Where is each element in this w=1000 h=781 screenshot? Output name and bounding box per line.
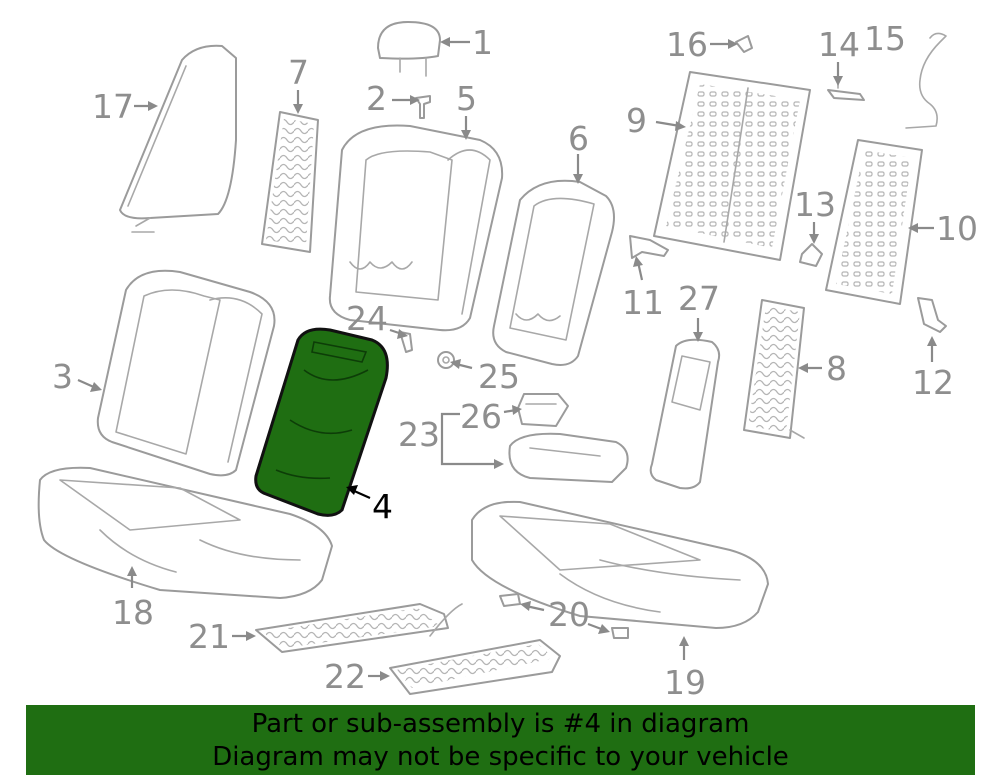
part-23-armrest xyxy=(508,432,629,483)
seat-parts-diagram: 1 2 3 4 5 6 7 8 9 10 11 12 13 14 15 16 1… xyxy=(37,19,978,702)
part-22-heater-mat xyxy=(389,603,561,695)
callout-7: 7 xyxy=(288,53,309,92)
part-10-seatback-frame xyxy=(825,139,923,305)
callout-12: 12 xyxy=(912,363,954,402)
part-18-seat-cushion xyxy=(37,466,333,599)
callout-labels: 1 2 3 4 5 6 7 8 9 10 11 12 13 14 15 16 1… xyxy=(52,19,978,702)
callout-18: 18 xyxy=(112,593,154,632)
part-9-seatback-frame xyxy=(653,71,811,261)
callout-27: 27 xyxy=(678,279,720,318)
callout-4: 4 xyxy=(372,487,393,526)
part-8-heater-mat xyxy=(743,299,805,439)
callout-10: 10 xyxy=(936,209,978,248)
banner-line-part-number: Part or sub-assembly is #4 in diagram xyxy=(251,709,750,739)
callout-11: 11 xyxy=(622,283,664,322)
callout-19: 19 xyxy=(664,663,706,702)
leader-lines xyxy=(77,37,937,681)
callout-5: 5 xyxy=(456,79,477,118)
callout-21: 21 xyxy=(188,617,230,656)
callout-3: 3 xyxy=(52,357,73,396)
part-26-cup-holder xyxy=(517,393,569,427)
info-banner: Part or sub-assembly is #4 in diagram Di… xyxy=(26,705,975,775)
part-27-armrest-cover xyxy=(649,338,721,490)
part-25-grommet xyxy=(437,351,455,369)
part-20-clips xyxy=(499,593,629,639)
callout-26: 26 xyxy=(460,397,502,436)
callout-2: 2 xyxy=(366,79,387,118)
part-15-cable xyxy=(905,32,947,129)
part-21-heater-mat xyxy=(255,603,449,653)
callout-22: 22 xyxy=(324,657,366,696)
part-17-side-bolster xyxy=(119,44,237,233)
callout-13: 13 xyxy=(794,185,836,224)
part-19-seat-cushion xyxy=(471,500,769,629)
banner-line-disclaimer: Diagram may not be specific to your vehi… xyxy=(212,742,789,772)
part-3-seatback-cover xyxy=(96,269,276,477)
callout-17: 17 xyxy=(92,87,134,126)
part-6-seatback-cover xyxy=(492,179,615,366)
part-14-bracket xyxy=(827,69,865,101)
callout-9: 9 xyxy=(626,101,647,140)
part-7-heater-mat xyxy=(261,111,319,253)
part-11-bracket xyxy=(629,235,669,259)
callout-15: 15 xyxy=(864,19,906,58)
callout-6: 6 xyxy=(568,119,589,158)
callout-14: 14 xyxy=(818,25,860,64)
part-16-clip xyxy=(735,35,753,53)
part-5-seatback-cover xyxy=(328,124,504,332)
part-12-latch xyxy=(917,297,947,333)
callout-16: 16 xyxy=(666,25,708,64)
callout-8: 8 xyxy=(826,349,847,388)
callout-23: 23 xyxy=(398,415,440,454)
callout-24: 24 xyxy=(346,299,388,338)
part-4-seatback-cover-highlighted xyxy=(254,327,389,517)
callout-1: 1 xyxy=(472,23,493,62)
callout-20: 20 xyxy=(548,595,590,634)
part-1-headrest xyxy=(377,21,441,77)
part-2-bolt xyxy=(415,95,431,119)
callout-25: 25 xyxy=(478,357,520,396)
part-13-bracket xyxy=(799,243,823,267)
